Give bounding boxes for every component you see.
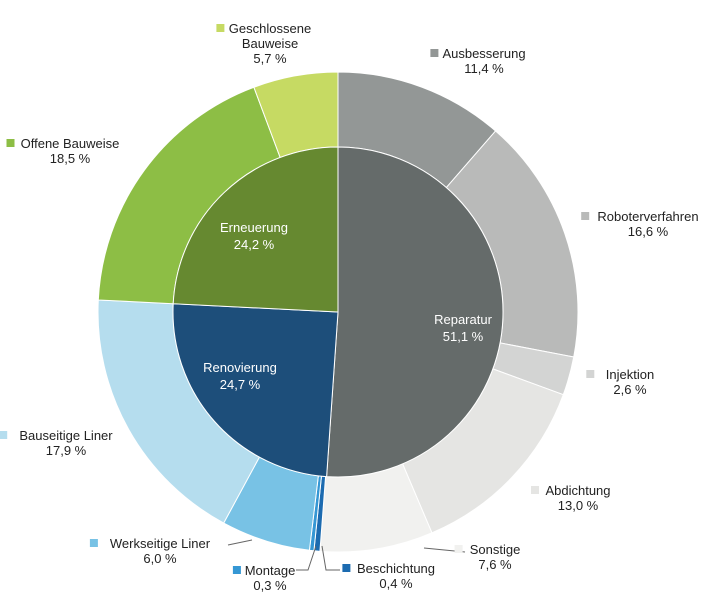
outer-label-montage: Montage xyxy=(245,563,296,578)
outer-label-beschichtung: Beschichtung xyxy=(357,561,435,576)
leader-line-beschichtung xyxy=(321,545,340,571)
legend-marker-montage xyxy=(232,566,241,574)
outer-value-injektion: 2,6 % xyxy=(613,382,647,397)
legend-marker-roboterverfahren xyxy=(581,212,590,220)
inner-slice-erneuerung xyxy=(172,146,339,313)
outer-label-offene-bauweise: Offene Bauweise xyxy=(21,136,120,151)
legend-marker-bauseitige-liner xyxy=(0,431,8,439)
outer-label-werkseitige-liner: Werkseitige Liner xyxy=(110,536,211,551)
inner-value-reparatur: 51,1 % xyxy=(443,329,484,344)
inner-slice-reparatur xyxy=(326,146,504,478)
outer-label-bauseitige-liner: Bauseitige Liner xyxy=(19,428,113,443)
outer-value-werkseitige-liner: 6,0 % xyxy=(143,551,177,566)
inner-value-erneuerung: 24,2 % xyxy=(234,237,275,252)
legend-marker-beschichtung xyxy=(342,564,351,572)
outer-label-ausbesserung: Ausbesserung xyxy=(442,46,525,61)
outer-label-sonstige: Sonstige xyxy=(470,542,521,557)
leader-line-montage xyxy=(296,545,317,571)
outer-label-injektion: Injektion xyxy=(606,367,654,382)
leader-line-werkseitige-liner xyxy=(227,539,253,546)
outer-value-offene-bauweise: 18,5 % xyxy=(50,151,91,166)
outer-label-roboterverfahren: Roboterverfahren xyxy=(597,209,698,224)
legend-marker-ausbesserung xyxy=(430,49,439,57)
outer-value-roboterverfahren: 16,6 % xyxy=(628,224,669,239)
legend-marker-sonstige xyxy=(454,545,463,553)
outer-label-abdichtung: Abdichtung xyxy=(545,483,610,498)
outer-value-beschichtung: 0,4 % xyxy=(379,576,413,591)
inner-label-reparatur: Reparatur xyxy=(434,312,492,327)
outer-value-ausbesserung: 11,4 % xyxy=(464,61,504,76)
outer-value-abdichtung: 13,0 % xyxy=(558,498,599,513)
outer-label-geschlossene-bauweise-line-2: Bauweise xyxy=(242,36,298,51)
chart-labels: Reparatur 51,1 % Renovierung 24,7 % Erneueru… xyxy=(0,21,699,593)
outer-value-montage: 0,3 % xyxy=(253,578,287,593)
outer-value-sonstige: 7,6 % xyxy=(478,557,512,572)
legend-marker-injektion xyxy=(586,370,595,378)
outer-value-geschlossene-bauweise: 5,7 % xyxy=(253,51,287,66)
legend-marker-offene-bauweise xyxy=(6,139,15,147)
legend-marker-geschlossene-bauweise xyxy=(216,24,225,32)
inner-label-renovierung: Renovierung xyxy=(203,360,277,375)
outer-value-bauseitige-liner: 17,9 % xyxy=(46,443,87,458)
outer-label-geschlossene-bauweise-line-1: Geschlossene xyxy=(229,21,311,36)
legend-marker-werkseitige-liner xyxy=(89,539,98,547)
inner-label-erneuerung: Erneuerung xyxy=(220,220,288,235)
inner-ring xyxy=(172,146,504,478)
inner-value-renovierung: 24,7 % xyxy=(220,377,261,392)
outer-ring xyxy=(97,71,579,553)
legend-marker-abdichtung xyxy=(531,486,539,494)
inner-slice-renovierung xyxy=(172,303,339,478)
